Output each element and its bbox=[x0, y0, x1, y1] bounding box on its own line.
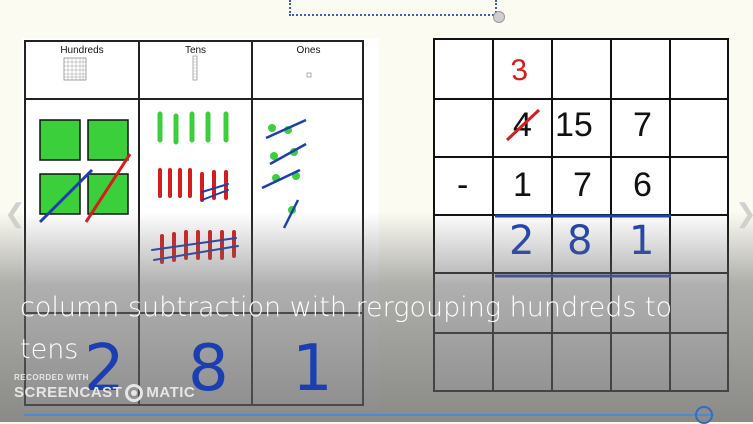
watermark-right-text: MATIC bbox=[146, 384, 195, 401]
watermark-left-text: SCREENCAST bbox=[14, 384, 122, 401]
chevron-right-icon[interactable]: ❯ bbox=[735, 198, 753, 229]
screencast-watermark: SCREENCAST MATIC bbox=[14, 384, 195, 402]
video-caption: column subtraction with rergouping hundr… bbox=[20, 287, 720, 371]
progress-handle[interactable] bbox=[695, 406, 713, 424]
chevron-left-icon[interactable]: ❮ bbox=[4, 198, 26, 229]
watermark-top-text: RECORDED WITH bbox=[14, 373, 89, 382]
record-circle-icon bbox=[125, 384, 143, 402]
progress-bar[interactable] bbox=[24, 414, 714, 416]
